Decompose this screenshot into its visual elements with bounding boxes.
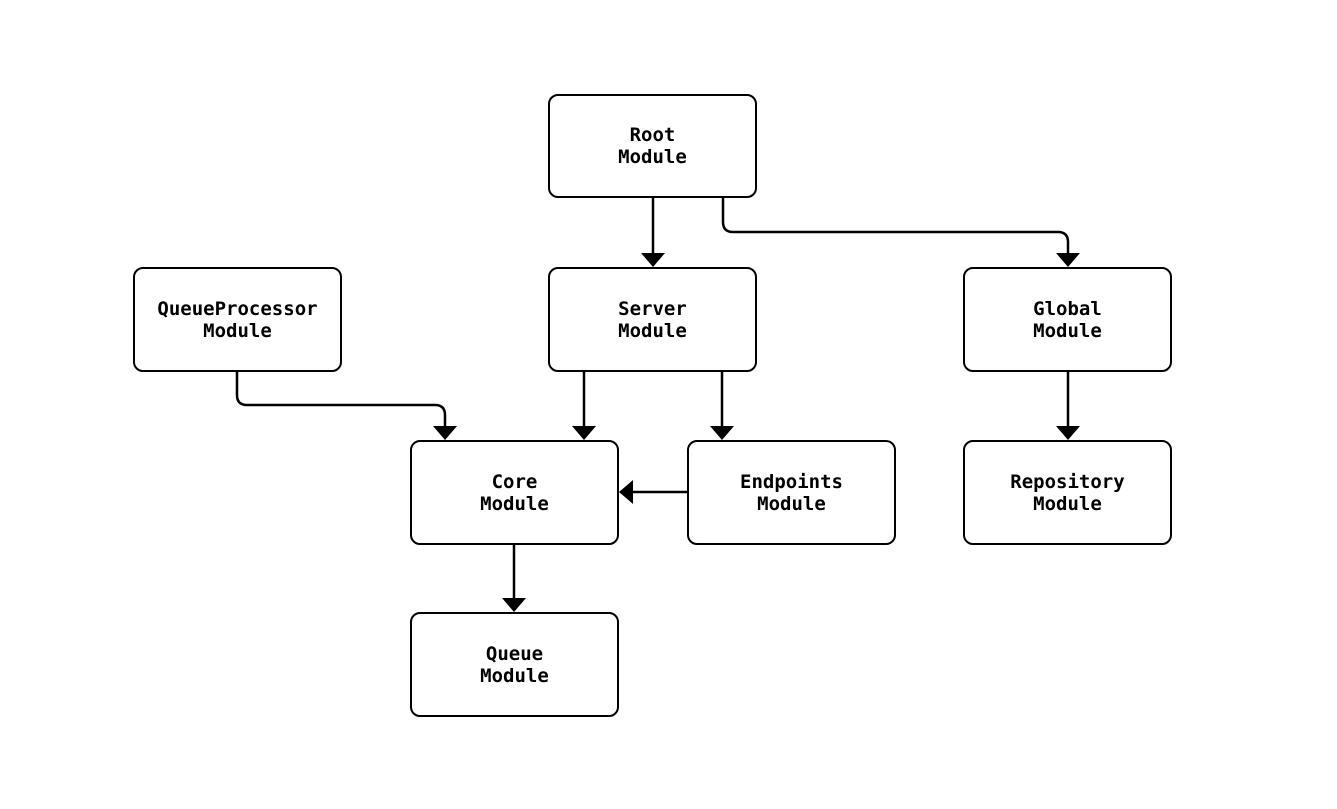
node-core-module-label-line1: Core (491, 470, 538, 493)
arrowhead-endpoints-module-to-core-module (619, 480, 633, 504)
node-server-module-label-line2: Module (618, 319, 687, 342)
arrowhead-server-module-to-endpoints-module (710, 426, 734, 440)
node-core-module-label-line2: Module (480, 492, 549, 515)
node-global-module-label-line2: Module (1033, 319, 1102, 342)
node-queueprocessor-module-label-line1: QueueProcessor (157, 297, 318, 320)
node-endpoints-module-label-line1: Endpoints (740, 470, 843, 493)
arrowhead-root-module-to-server-module (641, 253, 665, 267)
node-queue-module-label-line1: Queue (485, 642, 544, 665)
node-root-module-label-line1: Root (629, 124, 676, 146)
arrowhead-core-module-to-queue-module (502, 598, 526, 612)
node-queueprocessor-module-label-line2: Module (203, 319, 272, 342)
node-endpoints-module-label-line2: Module (757, 492, 826, 515)
node-repository-module-label-line2: Module (1033, 492, 1102, 515)
arrowhead-server-module-to-core-module (572, 426, 596, 440)
node-global-module-label-line1: Global (1033, 297, 1102, 320)
node-repository-module-label-line1: Repository (1010, 470, 1125, 493)
node-server-module-label-line1: Server (618, 297, 687, 320)
edge-root-module-to-global-module (721, 198, 1070, 253)
arrowhead-root-module-to-global-module (1056, 253, 1080, 267)
edge-queueprocessor-module-to-core-module (235, 372, 447, 426)
node-queue-module-label-line2: Module (480, 664, 549, 687)
arrowhead-global-module-to-repository-module (1056, 426, 1080, 440)
node-root-module-label-line2: Module (618, 146, 687, 168)
arrowhead-queueprocessor-module-to-core-module (433, 426, 457, 440)
